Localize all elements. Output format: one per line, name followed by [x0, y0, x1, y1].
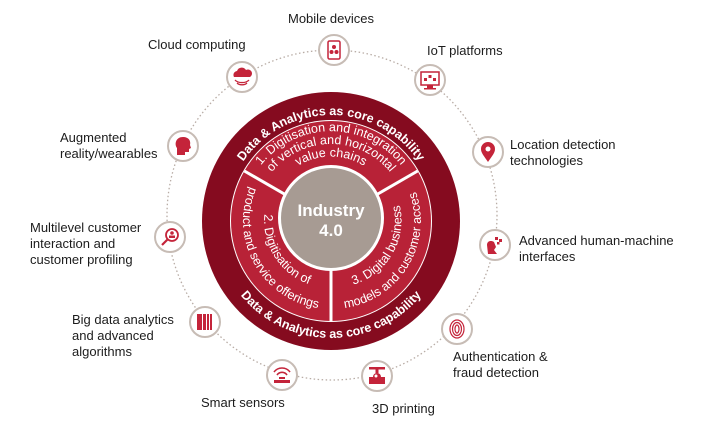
fingerprint-icon: [441, 313, 473, 345]
ar-head-icon: [167, 130, 199, 162]
big-data-icon: [189, 306, 221, 338]
label-smart-sensors: Smart sensors: [201, 395, 285, 410]
label-authentication: Authentication &fraud detection: [453, 349, 548, 380]
location-pin-icon: [472, 136, 504, 168]
center-circle: [281, 168, 381, 268]
customer-profile-search-icon: [154, 221, 186, 253]
label-3d-printing: 3D printing: [372, 401, 435, 416]
center-subtitle: 4.0: [319, 221, 343, 240]
label-iot-platforms: IoT platforms: [427, 43, 503, 58]
label-mobile-devices: Mobile devices: [288, 11, 374, 26]
3d-printer-icon: [361, 360, 393, 392]
cloud-icon: [226, 61, 258, 93]
center-title: Industry: [297, 201, 365, 220]
sensor-icon: [266, 359, 298, 391]
human-machine-icon: [479, 229, 511, 261]
label-cloud-computing: Cloud computing: [148, 37, 246, 52]
iot-platform-icon: [414, 64, 446, 96]
mobile-device-icon: [318, 34, 350, 66]
